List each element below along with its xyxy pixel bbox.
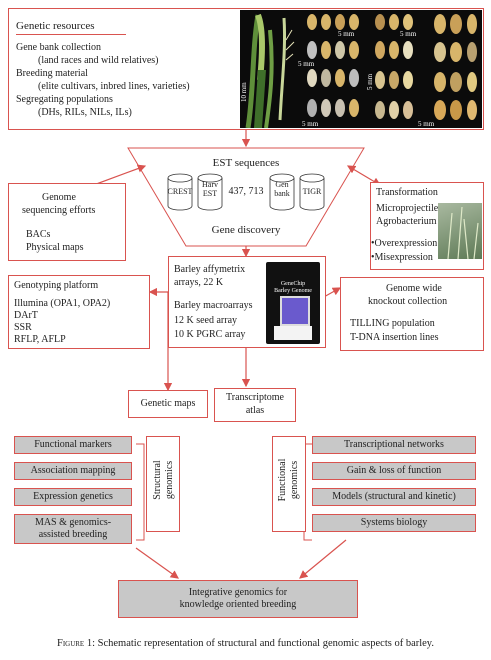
scale-label: 5 mm [338,30,355,38]
atlas-label: atlas [245,405,265,416]
genotyping-platform-title: Genotyping platform [14,280,99,291]
gain-loss-function-box: Gain & loss of function [312,462,476,480]
illumina-item: Illumina (OPA1, OPA2) [14,298,111,309]
genetic-resources-underline [16,34,126,35]
misexpression-bullet: •Misexpression [371,252,433,263]
macroarrays-title: Barley macroarrays [174,300,253,311]
transcriptional-networks-box: Transcriptional networks [312,436,476,454]
functional-genomics-label-box [272,436,306,532]
dart-item: DArT [14,310,38,321]
association-mapping-box: Association mapping [14,462,132,480]
figure-label: Figure 1: [56,638,96,649]
database-crest: CREST [167,187,193,196]
genechip-label [274,326,312,340]
genetic-maps-label: Genetic maps [140,398,196,409]
structural-genomics-label: Structural genomics [152,460,175,500]
affymetrix-title: Barley affymetrix [174,264,246,275]
expression-genetics-box: Expression genetics [14,488,132,506]
seed-array-item: 12 K seed array [174,315,238,326]
knockout-subtitle: knockout collection [368,296,448,307]
ssr-item: SSR [14,322,32,333]
systems-biology-box: Systems biology [312,514,476,532]
database-genbank: Gen bank [274,180,290,198]
est-funnel-shape [127,147,365,247]
gene-bank-collection-detail: (land races and wild relatives) [38,55,159,66]
transcriptome-atlas-box [214,388,296,422]
scale-label: 5 mm [400,30,417,38]
physical-maps-item: Physical maps [26,242,84,253]
scale-label: 5 mm [418,120,435,128]
genetic-resources-title: Genetic resources [16,20,95,32]
est-count: 437, 713 [228,186,264,197]
agrobacterium-label: Agrobacterium [376,216,437,227]
functional-markers-box: Functional markers [14,436,132,454]
models-box: Models (structural and kinetic) [312,488,476,506]
structural-genomics-label-box [146,436,180,532]
figure-caption: Figure 1: Schematic representation of st… [0,638,491,649]
mas-breeding-box: MAS & genomics- assisted breeding [14,514,132,544]
scale-label: 5 mm [302,120,319,128]
est-title: EST sequences [212,157,280,169]
knockout-collection-box [340,277,484,351]
tdna-insertion-lines-item: T-DNA insertion lines [350,332,439,343]
transcriptome-label: Transcriptome [226,392,284,403]
breeding-material-detail: (elite cultivars, inbred lines, varietie… [38,81,190,92]
segregating-populations-label: Segregating populations [16,94,113,105]
database-tigr: TIGR [302,187,322,196]
pgrc-array-item: 10 K PGRC array [174,329,246,340]
transgenic-plant-photo [438,203,482,260]
figure-caption-text: Schematic representation of structural a… [95,638,434,649]
rflp-aflp-item: RFLP, AFLP [14,334,66,345]
genome-sequencing-box [8,183,126,261]
breeding-material-label: Breeding material [16,68,88,79]
genotyping-platform-box [8,275,150,349]
plant-sketch [447,206,479,260]
gene-discovery-label: Gene discovery [211,224,281,236]
gene-bank-collection-label: Gene bank collection [16,42,101,53]
transformation-title: Transformation [376,187,438,198]
knockout-title: Genome wide [386,283,442,294]
est-database-cylinders [167,173,325,211]
genome-sequencing-title: Genome [42,192,76,203]
genechip-subtitle: Barley Genome [274,288,312,294]
microprojectile-label: Microprojectile [376,203,439,214]
genechip-image: GeneChip Barley Genome [266,262,320,344]
genechip-title: GeneChip [280,281,306,287]
genome-sequencing-subtitle: sequencing efforts [22,205,96,216]
segregating-populations-detail: (DHs, RILs, NILs, ILs) [38,107,132,118]
bacs-item: BACs [26,229,51,240]
genetic-maps-box [128,390,208,418]
functional-genomics-label: Functional genomics [277,458,300,502]
database-harvest: Harv EST [202,180,218,198]
overexpression-bullet: •Overexpression [371,238,438,249]
genechip-array-window [280,296,310,326]
affymetrix-size: arrays, 22 K [174,277,224,288]
integrative-genomics-box: Integrative genomics for knowledge orien… [118,580,358,618]
barley-spike-seed-photo: 10 mm 5 mm 5 mm 5 mm 5 mm 5 mm 5 mm [240,10,482,128]
barley-photo-art [240,10,482,128]
tilling-population-item: TILLING population [350,318,435,329]
scale-label: 5 mm [298,60,315,68]
